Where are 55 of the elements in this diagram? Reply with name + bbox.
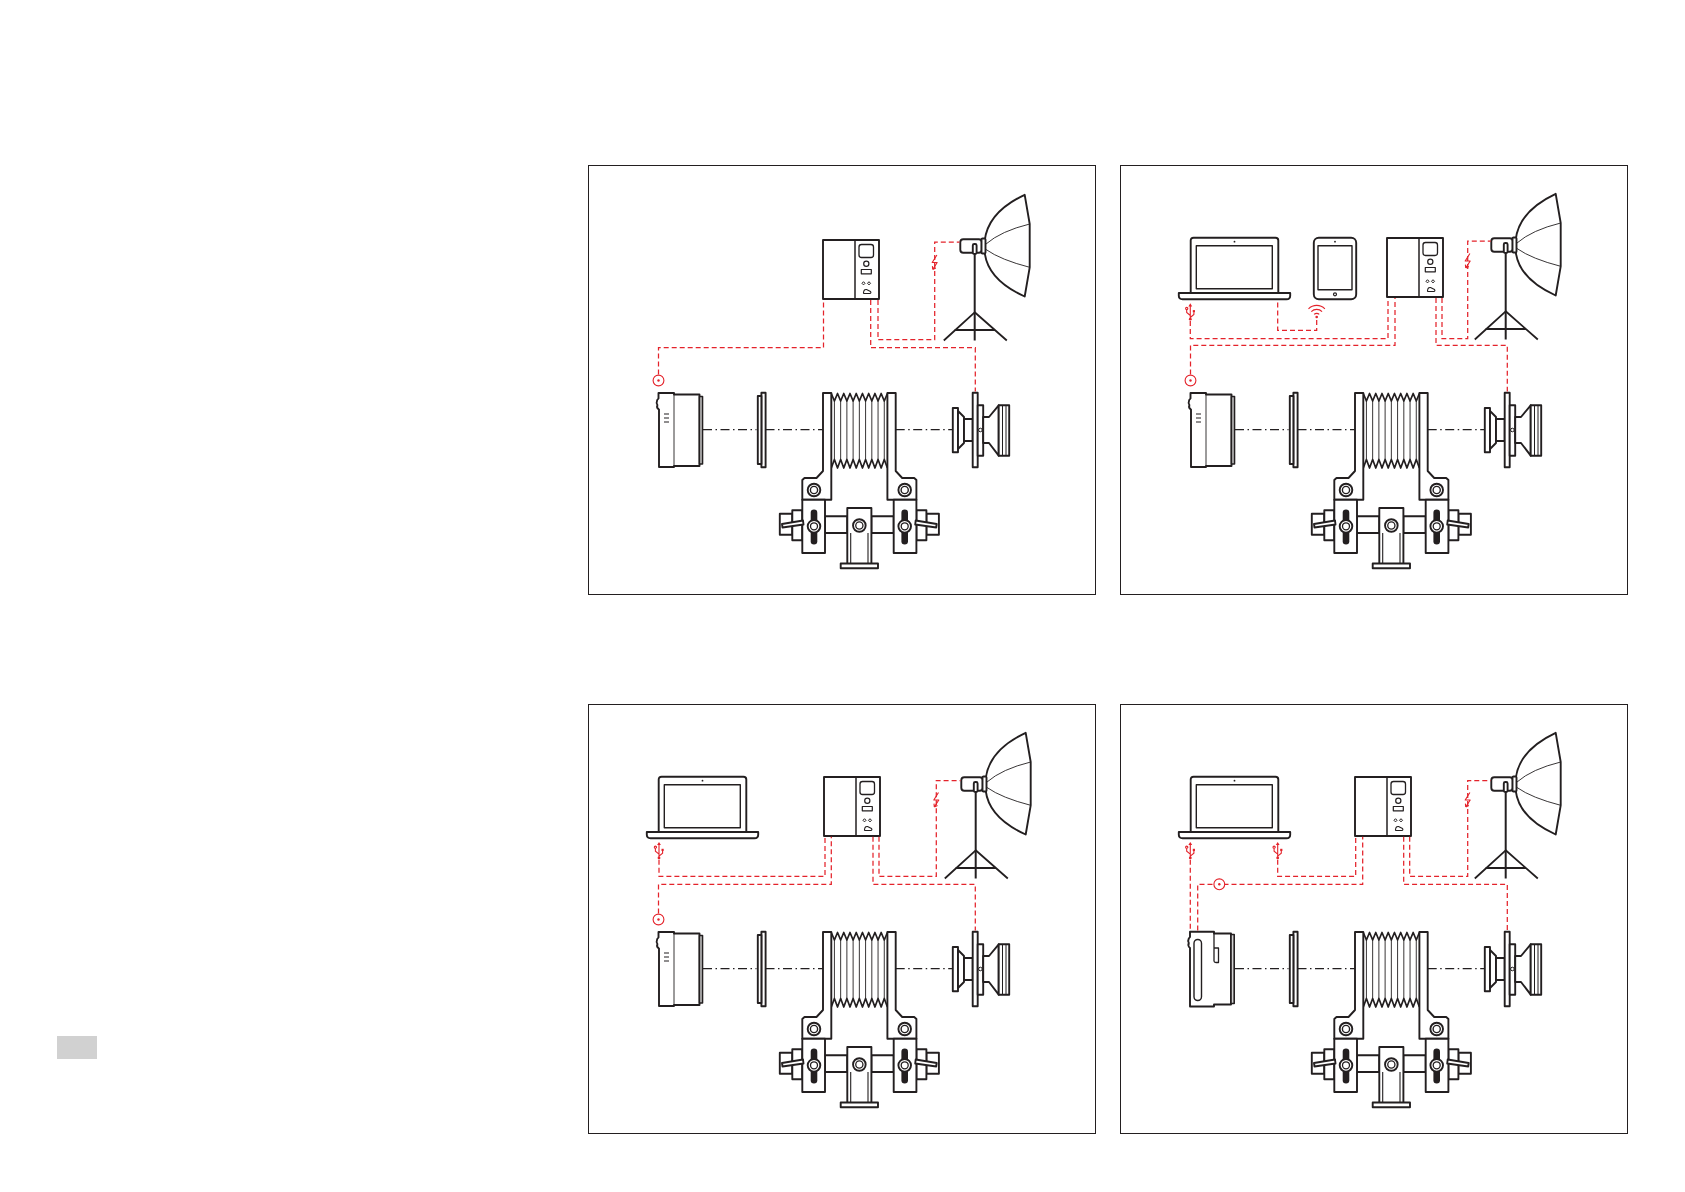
cable-line — [653, 836, 826, 877]
lens-drawing — [952, 391, 1011, 468]
studio-flash-drawing — [1474, 192, 1564, 340]
optical-axis-line — [702, 428, 758, 431]
optical-axis-line — [1427, 967, 1485, 970]
panel-frame — [588, 165, 1096, 595]
cable-line — [872, 836, 976, 932]
optical-axis-line — [702, 967, 758, 970]
laptop-drawing — [646, 775, 760, 839]
optical-axis-line — [895, 967, 953, 970]
laptop-drawing — [1177, 237, 1291, 300]
optical-axis-line — [1427, 428, 1485, 431]
lens-drawing — [952, 930, 1011, 1007]
studio-flash-drawing — [1474, 732, 1564, 879]
optical-axis-line — [895, 428, 953, 431]
panel-frame — [1120, 704, 1628, 1134]
cable-line — [877, 241, 961, 341]
camera-back-drawing — [1187, 930, 1235, 1007]
cable-line — [870, 299, 976, 393]
cable-line — [1272, 836, 1357, 877]
glass-plate — [756, 930, 766, 1007]
optical-axis-line — [1234, 428, 1290, 431]
control-unit-drawing — [1353, 775, 1412, 837]
optical-axis-line — [764, 967, 824, 970]
lens-drawing — [1484, 391, 1543, 468]
cable-line — [878, 779, 962, 877]
view-camera-drawing — [779, 391, 940, 569]
panel-frame — [1120, 165, 1628, 595]
studio-flash-drawing — [943, 193, 1032, 341]
glass-plate — [756, 391, 766, 468]
view-camera-drawing — [779, 930, 940, 1108]
camera-back-drawing — [655, 391, 703, 468]
cable-line — [1197, 836, 1364, 932]
optical-axis-line — [764, 428, 824, 431]
view-camera-drawing — [1311, 930, 1472, 1108]
control-unit-drawing — [822, 239, 880, 300]
cable-line — [1409, 779, 1492, 877]
glass-plate — [1288, 930, 1298, 1007]
lens-drawing — [1484, 930, 1543, 1007]
camera-back-drawing — [1187, 391, 1235, 468]
tablet-drawing — [1312, 237, 1357, 300]
cable-line — [1403, 836, 1508, 932]
optical-axis-line — [1296, 428, 1356, 431]
camera-back-drawing — [655, 930, 703, 1007]
optical-axis-line — [1296, 967, 1356, 970]
control-unit-drawing — [823, 775, 881, 837]
cable-line — [1435, 297, 1508, 393]
cable-line — [1441, 240, 1492, 340]
laptop-drawing — [1177, 775, 1291, 839]
view-camera-drawing — [1311, 391, 1472, 569]
optical-axis-line — [1234, 967, 1290, 970]
control-unit-drawing — [1386, 237, 1444, 298]
glass-plate — [1288, 391, 1298, 468]
panel-frame — [588, 704, 1096, 1134]
studio-flash-drawing — [944, 732, 1033, 879]
